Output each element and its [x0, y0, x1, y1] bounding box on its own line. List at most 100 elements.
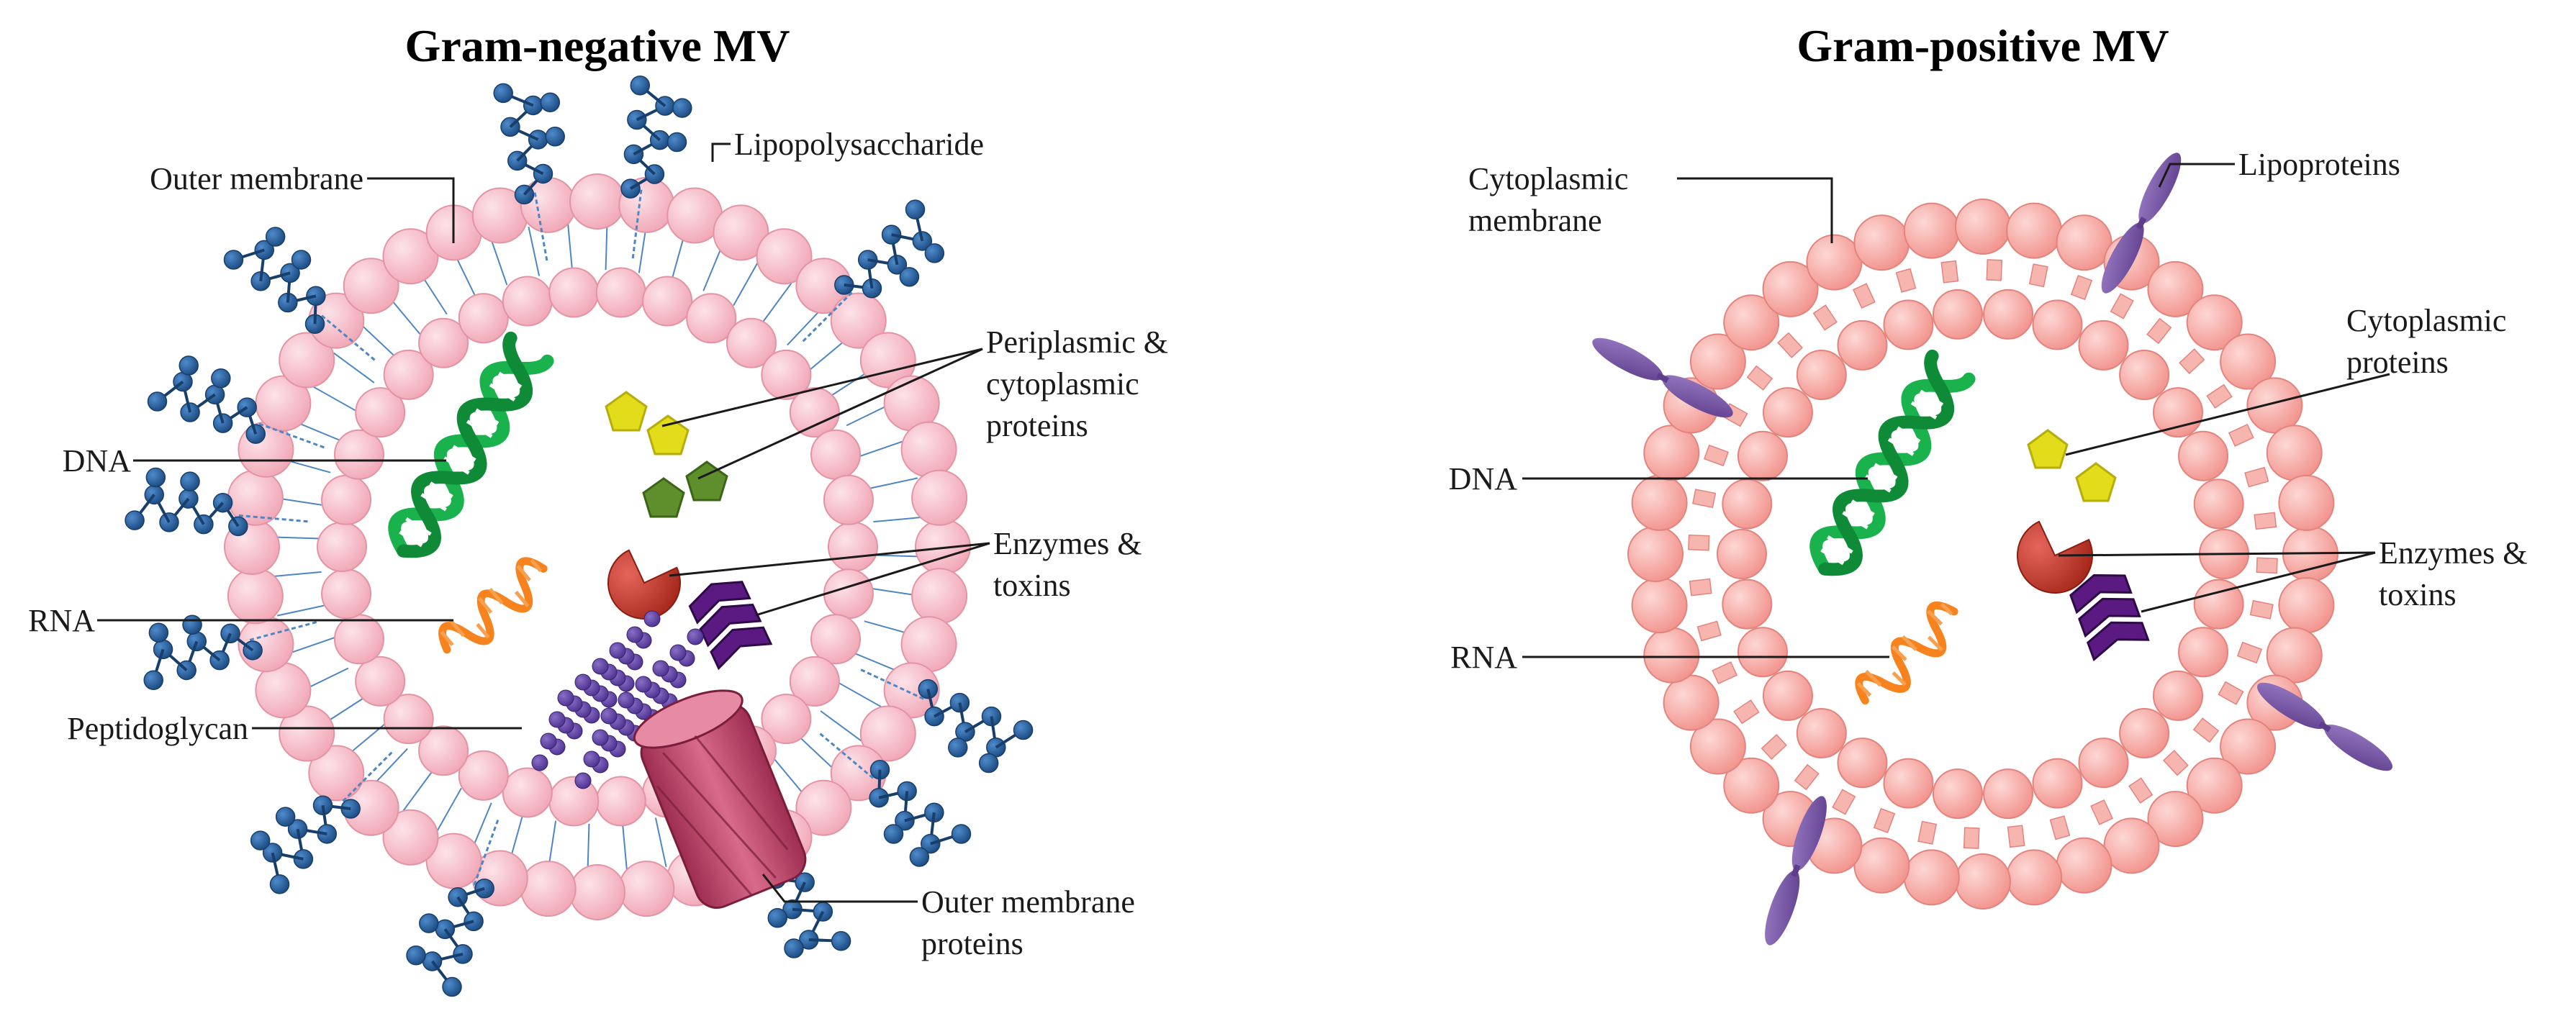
enzymes-label-line2: toxins — [2379, 577, 2457, 612]
yellow-protein-icon — [2075, 462, 2117, 502]
lps-sugar — [899, 267, 920, 287]
inner-lipid-head — [333, 614, 384, 665]
outer-lipid-head — [2246, 377, 2303, 434]
lipid-tail — [733, 261, 759, 307]
outer-lipid-head — [569, 173, 625, 230]
inner-lipid-head — [321, 568, 372, 620]
inner-lipid-head — [810, 614, 862, 665]
lipid-tail — [2256, 557, 2278, 574]
lipid-tail — [271, 571, 322, 578]
lipid-a-anchor — [857, 667, 924, 700]
lipid-tail — [2218, 681, 2244, 705]
lipid-a-anchor — [800, 291, 853, 345]
outer-membrane-proteins-label-line1: Outer membrane — [921, 884, 1135, 920]
outer-lipid-head — [2006, 202, 2063, 259]
yellow-protein-icon — [2027, 429, 2069, 469]
lipid-tail — [838, 682, 883, 709]
lipid-tail — [1873, 807, 1896, 834]
lipid-tail — [587, 823, 590, 874]
lps-sugar — [442, 976, 462, 997]
cytoplasmic-membrane-label-line2: membrane — [1468, 203, 1602, 238]
lipoprotein-icon — [1592, 337, 1733, 418]
outer-lipid-head — [911, 469, 968, 526]
lipoprotein-icon — [2101, 153, 2182, 294]
inner-lipid-head — [2119, 350, 2170, 401]
lipid-tail — [270, 536, 321, 540]
lps-sugar — [948, 738, 968, 758]
outer-lipid-head — [382, 228, 439, 285]
lps-sugar — [831, 931, 851, 951]
lipid-tail — [402, 769, 434, 812]
outer-lipid-head — [343, 258, 399, 314]
peptidoglycan-unit — [626, 626, 643, 643]
lipid-a-anchor — [817, 730, 874, 779]
inner-lipid-head — [1717, 529, 1767, 579]
inner-lipid-head — [458, 293, 509, 344]
cytoplasmic-proteins-label-line2: proteins — [2346, 345, 2449, 380]
lipid-a-anchor — [473, 817, 500, 886]
lipid-tail — [873, 516, 924, 523]
lipid-tail — [435, 787, 462, 833]
outer-membrane-label: Outer membrane — [150, 161, 363, 196]
outer-lipid-head — [279, 332, 335, 389]
lipid-tail — [1986, 259, 2003, 281]
lps-sugar — [180, 471, 200, 491]
outer-lipid-head — [1689, 333, 1746, 390]
lps-sugar — [672, 98, 692, 118]
lps-sugar — [909, 847, 930, 867]
lipid-tail — [1761, 734, 1787, 760]
gram-negative-title: Gram-negative MV — [405, 20, 790, 71]
inner-lipid-head — [2153, 670, 2204, 721]
inner-lipid-head — [726, 317, 777, 368]
lipid-tail — [2128, 777, 2154, 804]
outer-lipid-head — [569, 864, 625, 920]
outer-lipid-head — [618, 861, 675, 917]
lps-sugar — [540, 92, 561, 113]
green-protein-icon — [642, 477, 685, 518]
enzyme-icon — [2017, 520, 2093, 594]
outer-lipid-head — [1955, 853, 2011, 910]
rna-strand-icon — [438, 557, 548, 654]
outer-lipid-head — [1663, 674, 1719, 731]
peptidoglycan-unit — [531, 754, 548, 771]
lps-sugar — [951, 824, 972, 844]
lps-sugar — [905, 199, 926, 219]
lps-sugar — [767, 907, 787, 928]
outer-lipid-head — [756, 228, 813, 285]
peptidoglycan-unit — [600, 707, 618, 725]
yellow-protein-icon — [646, 414, 690, 455]
inner-leaflet-heads — [1717, 289, 2249, 820]
peptidoglycan-label: Peptidoglycan — [67, 711, 248, 746]
lps-sugar — [1013, 720, 1034, 740]
lipid-tail — [2028, 263, 2048, 288]
inner-lipid-head — [789, 656, 840, 707]
lipid-tail — [702, 244, 723, 291]
inner-lipid-head — [761, 694, 812, 745]
lps-sugar — [211, 368, 231, 389]
inner-lipid-head — [1762, 670, 1813, 721]
outer-leaflet-heads — [224, 173, 971, 920]
outer-lipid-head — [382, 809, 439, 866]
inner-lipid-head — [2178, 430, 2229, 481]
lipid-tail — [2179, 348, 2205, 374]
outer-lipid-head — [911, 568, 968, 625]
lipid-tail — [276, 604, 327, 617]
periplasmic-label-line2: cytoplasmic — [986, 366, 1139, 402]
inner-lipid-head — [1737, 627, 1788, 678]
outer-lipid-head — [2266, 425, 2323, 481]
inner-lipid-head — [2119, 707, 2170, 758]
lipid-a-anchor — [238, 514, 311, 523]
lipoproteins-label: Lipoproteins — [2238, 147, 2400, 182]
periplasmic-label-line1: Periplasmic & — [986, 325, 1168, 360]
outer-lipid-head — [2266, 627, 2323, 684]
inner-lipid-head — [1796, 707, 1847, 758]
lps-sugar — [223, 250, 244, 270]
peptidoglycan-unit — [583, 750, 600, 768]
lipid-tail — [489, 237, 508, 286]
outer-lipid-head — [1631, 577, 1688, 634]
peptidoglycan-unit — [669, 644, 687, 661]
outer-lipid-head — [1762, 260, 1819, 317]
peptidoglycan-unit — [652, 660, 669, 677]
outer-lipid-head — [2186, 757, 2243, 814]
